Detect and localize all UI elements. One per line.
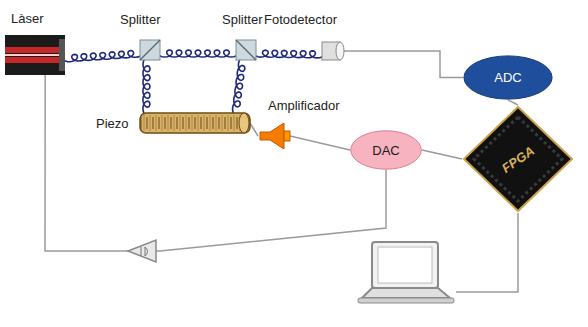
beam-splitter-outline — [140, 40, 160, 60]
adc-ellipse: ADC — [463, 55, 553, 100]
beam-splitter: Splitter — [140, 40, 160, 60]
wire — [456, 213, 518, 292]
signal-wire — [422, 150, 462, 159]
laser-outline — [5, 35, 65, 75]
laptop-icon — [358, 242, 454, 303]
optical-fiber — [157, 50, 239, 57]
node-label: DAC — [372, 143, 399, 158]
part-label: Piezo — [96, 116, 129, 131]
optical-fiber — [253, 50, 325, 58]
signal-wire — [344, 51, 463, 78]
part-label: Splitter — [222, 12, 262, 27]
optical-fiber — [143, 57, 150, 116]
signal-wire — [508, 100, 518, 105]
amplifier-speaker: Amplificador — [258, 122, 290, 150]
optical-fiber — [62, 50, 143, 62]
beam-splitter: Splitter — [236, 40, 256, 60]
part-label: Amplificador — [268, 98, 340, 113]
part-label: Splitter — [120, 12, 160, 27]
piezo-outline — [140, 113, 250, 133]
dac-ellipse: DAC — [350, 130, 422, 170]
photodetector-outline — [322, 42, 344, 60]
part-label: Fotodetector — [264, 12, 337, 27]
laser: Làser — [5, 35, 65, 75]
photodetector: Fotodetector — [322, 42, 344, 60]
signal-wire — [250, 123, 258, 136]
fpga-chip: FPGA — [462, 105, 574, 213]
node-label: FPGA — [499, 142, 537, 175]
laser-driver-amplifier — [128, 240, 156, 262]
beam-splitter-outline — [236, 40, 256, 60]
node-label: ADC — [494, 70, 521, 85]
signal-wire — [290, 136, 350, 150]
part-label: Làser — [11, 11, 44, 26]
piezo: Piezo — [140, 113, 250, 133]
optical-fiber — [233, 57, 246, 116]
amplifier-speaker-outline — [258, 122, 290, 150]
signal-wire — [45, 75, 386, 251]
